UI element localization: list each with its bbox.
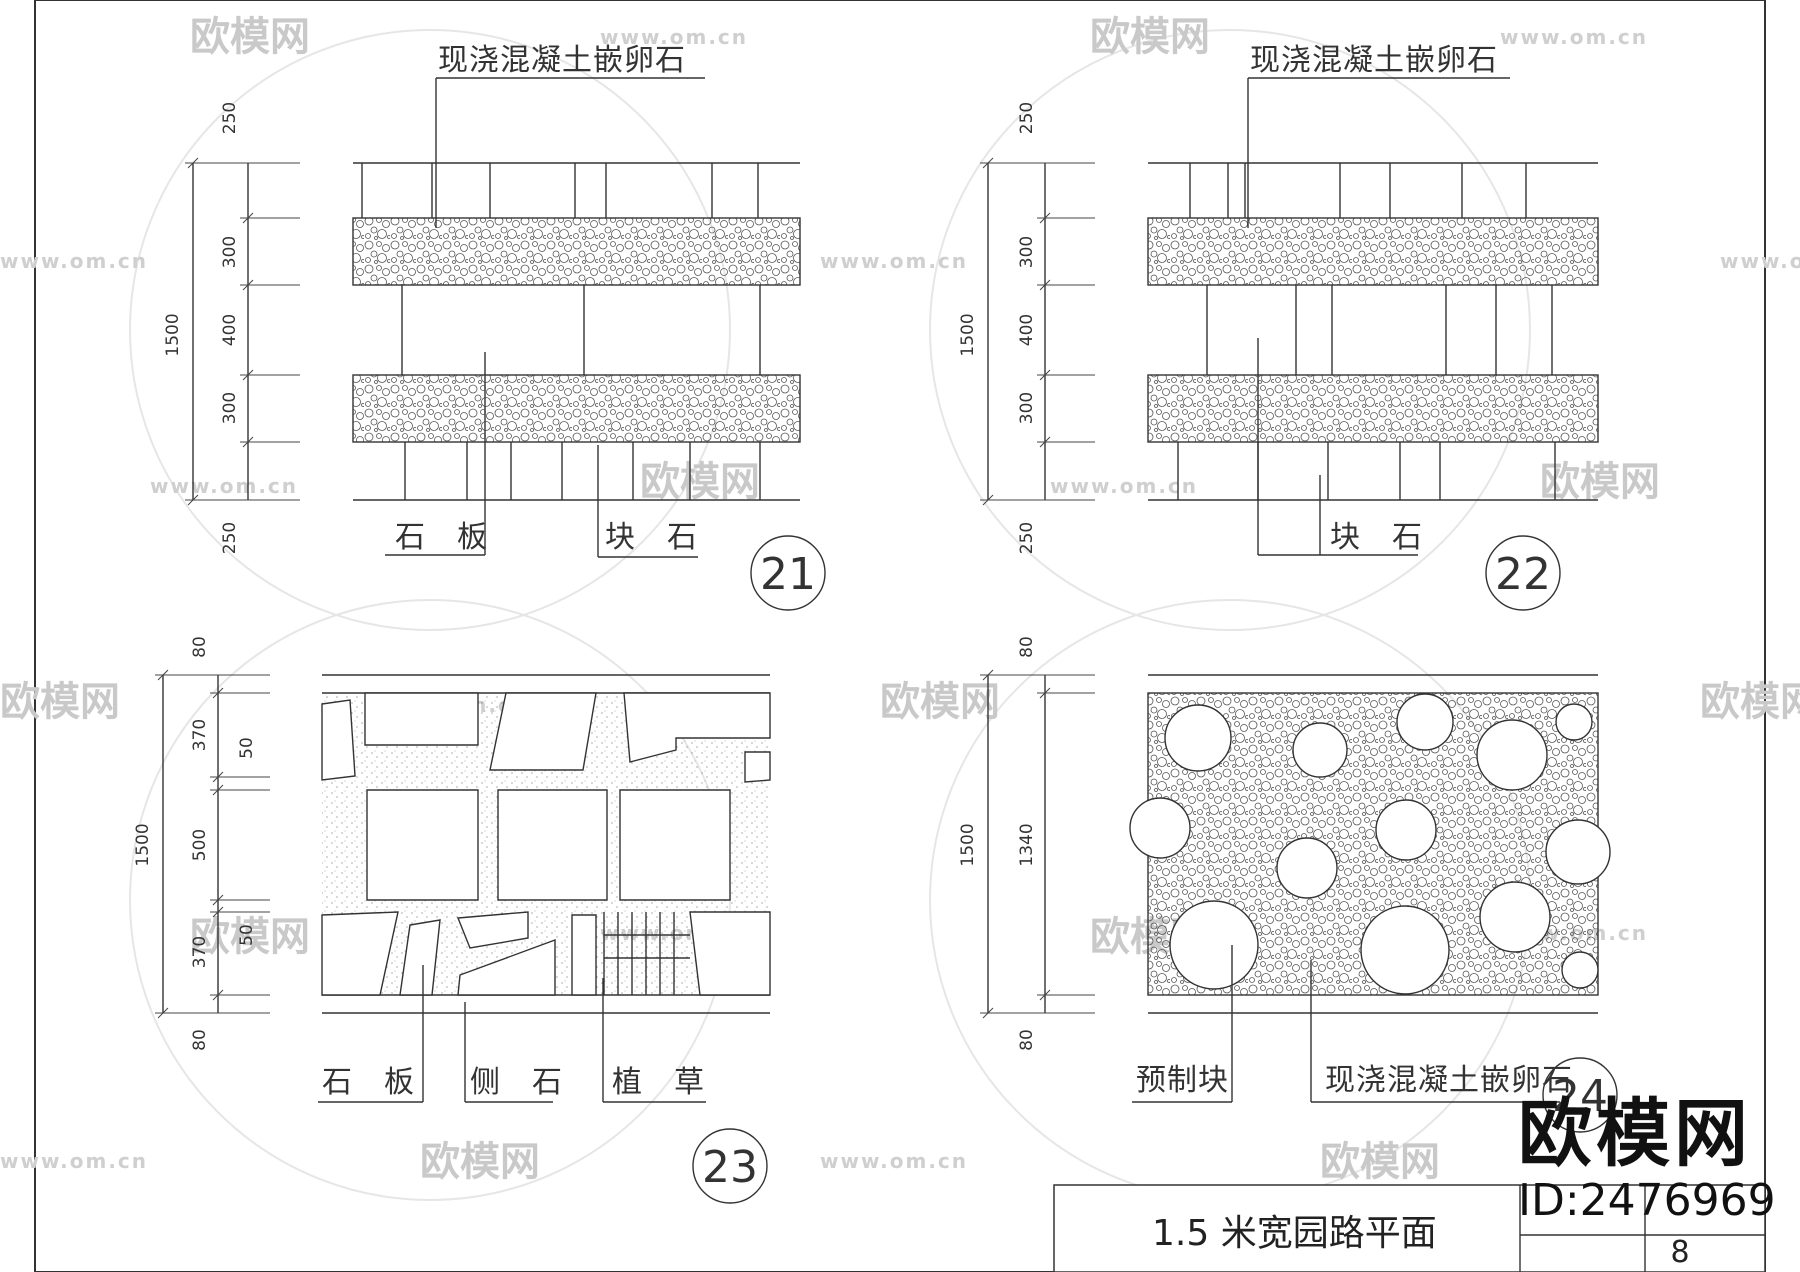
dimension-label: 370 <box>190 936 210 968</box>
detail-23: 1500 80 370 50 500 50 370 80 <box>133 636 771 1204</box>
label-block-stone: 块 石 <box>605 520 698 555</box>
detail-number: 22 <box>1495 549 1551 600</box>
dimension-label: 300 <box>1017 392 1037 424</box>
dimension-label: 370 <box>190 719 210 751</box>
watermark-logo: 欧模网 <box>1700 679 1800 725</box>
label-stone-slab: 石 板 <box>395 520 488 555</box>
watermark-url: www.om.cn <box>1720 249 1800 273</box>
detail-number: 21 <box>760 549 816 600</box>
watermark-url: www.om.cn <box>1050 474 1198 498</box>
label-cast-concrete-pebble: 现浇混凝土嵌卵石 <box>438 43 686 78</box>
dimension-label: 50 <box>237 924 257 946</box>
watermark-url: www.om.cn <box>0 1149 148 1173</box>
watermark-url: www.om.cn <box>0 249 148 273</box>
dimension-label: 400 <box>1017 314 1037 346</box>
label-planted-grass: 植 草 <box>612 1065 705 1100</box>
watermark-logo: 欧模网 <box>420 1139 540 1185</box>
dimension-label: 250 <box>1017 102 1037 134</box>
watermark-url: www.om.cn <box>150 474 298 498</box>
dimension-label: 1500 <box>958 823 978 866</box>
label-curb-stone: 侧 石 <box>470 1065 563 1100</box>
watermark-url: www.om.cn <box>820 249 968 273</box>
dimension-label: 1500 <box>958 313 978 356</box>
dimension-label: 1500 <box>133 823 153 866</box>
watermark-logo: 欧模网 <box>1540 459 1660 505</box>
watermark-logo: 欧模网 <box>640 459 760 505</box>
watermark-arcs <box>129 29 1531 1201</box>
dimension-label: 250 <box>220 522 240 554</box>
label-cast-concrete-pebble: 现浇混凝土嵌卵石 <box>1250 43 1498 78</box>
label-precast-block: 预制块 <box>1136 1063 1229 1098</box>
dimension-label: 1500 <box>163 313 183 356</box>
watermark-logo: 欧模网 <box>190 14 310 60</box>
watermark-logo: 欧模网 <box>1320 1139 1440 1185</box>
watermarks: 欧模网 欧模网 欧模网 欧模网 欧模网 欧模网 欧模网 欧模网 欧模网 欧模网 … <box>0 14 1800 1185</box>
watermark-logo: 欧模网 <box>0 679 120 725</box>
brand-id: ID:2476969 <box>1518 1175 1776 1226</box>
watermark-logo: 欧模网 <box>190 914 310 960</box>
detail-21: 1500 250 300 400 300 250 <box>163 43 826 611</box>
dimension-label: 300 <box>1017 236 1037 268</box>
label-stone-slab: 石 板 <box>322 1065 415 1100</box>
dimension-label: 80 <box>190 636 210 658</box>
detail-24: 1500 80 1340 80 预制块 现浇混凝土嵌卵石 24 <box>958 636 1618 1133</box>
dimension-label: 50 <box>237 737 257 759</box>
dimension-label: 300 <box>220 392 240 424</box>
dimension-label: 1340 <box>1017 823 1037 866</box>
watermark-logo: 欧模网 <box>880 679 1000 725</box>
watermark-url: www.om.cn <box>820 1149 968 1173</box>
dimension-label: 300 <box>220 236 240 268</box>
dimension-label: 80 <box>1017 636 1037 658</box>
sheet-title: 1.5 米宽园路平面 <box>1152 1213 1437 1254</box>
dimension-label: 80 <box>1017 1029 1037 1051</box>
label-cast-concrete-pebble: 现浇混凝土嵌卵石 <box>1325 1063 1573 1098</box>
watermark-logo: 欧模网 <box>1090 14 1210 60</box>
dimension-label: 500 <box>190 829 210 861</box>
dimension-label: 80 <box>190 1029 210 1051</box>
detail-number: 24 <box>1552 1071 1608 1122</box>
brand-watermark: 欧模网 ID:2476969 <box>1518 1092 1788 1226</box>
label-block-stone: 块 石 <box>1330 520 1423 555</box>
detail-22: 1500 250 300 400 300 250 <box>958 43 1599 611</box>
brand-logo: 欧模网 <box>1518 1091 1752 1177</box>
watermark-url: www.om.cn <box>1500 25 1648 49</box>
dimension-label: 400 <box>220 314 240 346</box>
detail-number: 23 <box>702 1142 758 1193</box>
title-block: 1.5 米宽园路平面 8 <box>1053 1184 1766 1272</box>
sheet-number: 8 <box>1670 1235 1689 1270</box>
dimension-label: 250 <box>220 102 240 134</box>
dimension-label: 250 <box>1017 522 1037 554</box>
watermark-url: www.om.cn <box>600 25 748 49</box>
